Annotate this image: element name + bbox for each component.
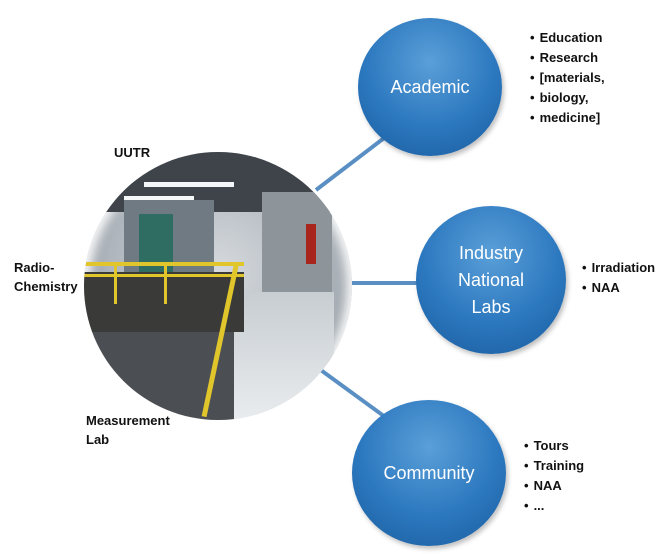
label-uutr: UUTR [114, 145, 151, 160]
academic-bullet-text: biology, [539, 90, 589, 105]
label-measurement-lab: Measurement Lab [86, 411, 170, 449]
label-measurement-lab-line2: Lab [86, 432, 110, 447]
photo-ceiling-light [144, 182, 234, 187]
academic-bullet: Research [530, 48, 605, 68]
industry-bullets: Irradiation NAA [582, 258, 656, 298]
academic-bullet-continued: medicine] [530, 108, 605, 128]
facility-photo [84, 152, 352, 420]
node-industry-title-line3: Labs [471, 296, 511, 317]
community-bullet: Tours [524, 436, 584, 456]
label-measurement-lab-line1: Measurement [86, 413, 170, 428]
community-bullet: ... [524, 496, 584, 516]
photo-railing [164, 264, 167, 304]
community-bullet: NAA [524, 476, 584, 496]
academic-bullet-continued: [materials, [530, 68, 605, 88]
photo-railing [114, 264, 117, 304]
academic-bullet-text: medicine] [539, 110, 601, 125]
industry-bullet: NAA [582, 278, 655, 298]
label-radiochemistry-line1: Radio- [14, 260, 55, 275]
academic-bullet: Education [530, 28, 605, 48]
community-bullet: Training [524, 456, 585, 476]
node-industry-title-line2: National [457, 269, 525, 290]
community-bullets: Tours Training NAA ... [524, 436, 585, 516]
academic-bullets: Education Research [materials, biology, … [530, 28, 605, 128]
industry-bullet: Irradiation [582, 258, 656, 278]
academic-bullet-continued: biology, [530, 88, 605, 108]
node-industry: Industry National Labs [416, 206, 566, 354]
label-radiochemistry-line2: Chemistry [14, 279, 78, 294]
photo-ceiling-light [124, 196, 194, 201]
node-industry-title-line1: Industry [458, 242, 524, 263]
node-academic: Academic [358, 18, 502, 156]
academic-bullet-text: [materials, [539, 70, 605, 85]
node-community-title: Community [383, 462, 475, 483]
label-radiochemistry: Radio- Chemistry [14, 258, 78, 296]
node-academic-title: Academic [390, 76, 470, 97]
photo-red-panel [306, 224, 316, 264]
node-community: Community [352, 400, 506, 546]
